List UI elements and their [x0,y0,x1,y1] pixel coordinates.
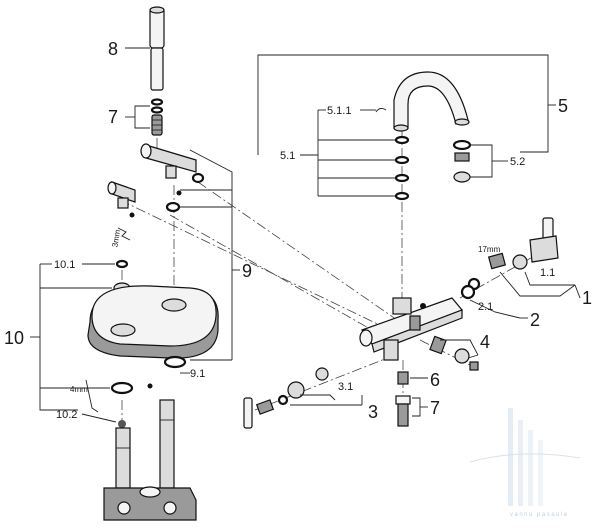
cartridge-2-part [460,284,476,300]
callout-3: 3 [368,402,378,422]
callout-8: 8 [108,39,118,59]
watermark-logo: vannu pasaule [469,408,581,518]
callout-6: 6 [430,370,440,390]
callout-5-1-1: 5.1.1 [327,105,351,117]
callout-5: 5 [558,96,568,116]
spout-part [375,71,472,201]
callout-17mm: 17mm [478,245,501,254]
callout-7-top: 7 [108,107,118,127]
hand-shower-part [149,6,165,136]
callout-5-2: 5.2 [510,156,525,168]
callout-10: 10 [4,328,24,348]
callout-2: 2 [530,310,540,330]
callout-4mm: 4mm [70,385,88,394]
callout-5-1: 5.1 [280,150,295,162]
fitting-6-7-part [395,371,411,427]
callout-4: 4 [480,332,490,352]
handle-left-part [243,367,329,429]
handle-right-part [467,217,559,291]
mixer-body-part [359,297,464,361]
callout-10-2: 10.2 [56,409,77,421]
callout-3-1: 3.1 [338,381,353,393]
callout-9-1: 9.1 [190,368,205,380]
callout-3mm: 3mm [110,229,122,248]
watermark-text: vannu pasaule [510,512,569,518]
cartridge-4-part [429,335,479,371]
callout-1: 1 [582,288,592,308]
callout-9: 9 [242,261,252,281]
callout-1-1: 1.1 [540,267,555,279]
callout-7-bottom: 7 [430,398,440,418]
callout-2-1: 2.1 [478,301,493,313]
callout-10-1: 10.1 [54,259,75,271]
shower-holder-part [107,143,205,241]
mounting-base-part [103,399,197,521]
escutcheon-part [85,259,219,428]
